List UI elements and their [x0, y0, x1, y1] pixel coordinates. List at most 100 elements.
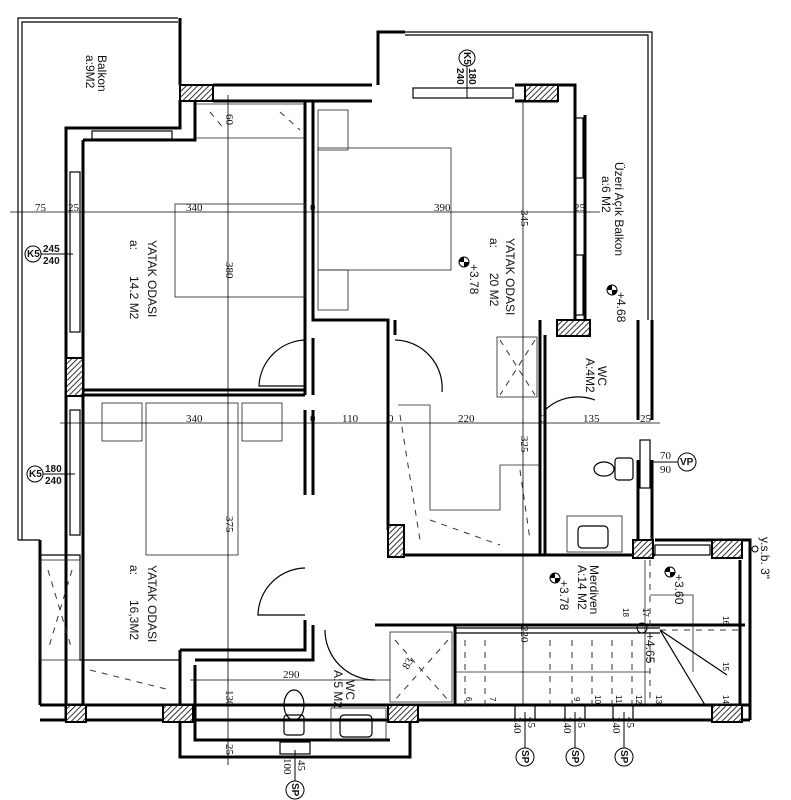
svg-text:Merdiven: Merdiven	[587, 565, 601, 614]
svg-text:YATAK ODASI: YATAK ODASI	[145, 565, 159, 642]
svg-text:14: 14	[721, 695, 730, 704]
dimension-lines	[10, 95, 660, 765]
svg-text:a:: a:	[127, 240, 141, 250]
svg-text:YATAK ODASI: YATAK ODASI	[145, 240, 159, 317]
svg-text:+3.78: +3.78	[467, 264, 481, 295]
svg-text:240: 240	[561, 717, 573, 734]
dim-375: 375	[223, 516, 235, 533]
svg-text:240: 240	[454, 68, 465, 85]
sink-wc1	[577, 525, 609, 549]
svg-text:10: 10	[593, 695, 602, 704]
level-marker-stair-mid: +4.65	[636, 622, 657, 664]
svg-text:20 M2: 20 M2	[487, 273, 501, 307]
dim-325: 325	[518, 436, 530, 453]
svg-text:45: 45	[575, 717, 587, 729]
svg-text:7: 7	[488, 697, 497, 702]
dim-25: 25	[223, 744, 235, 756]
svg-text:VP: VP	[680, 457, 694, 468]
svg-text:SP: SP	[618, 750, 629, 764]
bed-3	[145, 402, 239, 556]
room-stairs: Merdiven A:14 M2	[575, 565, 601, 614]
svg-text:SP: SP	[289, 783, 300, 797]
window-tag-sp: SP 45 240	[561, 712, 587, 767]
window-tag-k5: K5 245 240	[24, 244, 73, 267]
svg-text:45: 45	[295, 760, 307, 772]
svg-text:17: 17	[641, 608, 650, 617]
svg-text:70: 70	[660, 450, 672, 462]
svg-text:45: 45	[624, 717, 636, 729]
svg-text:16: 16	[721, 616, 730, 625]
room-open-balcony: Üzeri Açık Balkon a:6 M2	[599, 162, 626, 256]
dimension-labels: 75 25 340 0 390 25 380 345 60 340 0 110 …	[35, 114, 652, 756]
level-marker-stairs: +3.78	[549, 572, 571, 611]
room-bedroom-3: YATAK ODASI a: 16,3M2	[127, 565, 159, 642]
svg-text:6: 6	[464, 697, 473, 702]
dim-0: 0	[310, 413, 316, 425]
svg-text:245: 245	[43, 244, 60, 255]
dim-380: 380	[223, 262, 235, 279]
svg-text:+4.68: +4.68	[614, 292, 628, 323]
svg-text:180: 180	[45, 464, 62, 475]
window-tag-sp: SP 45 100	[281, 750, 307, 800]
level-icon	[636, 622, 648, 634]
dim-0: 0	[540, 413, 546, 425]
dim-290: 290	[283, 669, 300, 681]
window-tags: K5 245 240 K5 180 240 K5 180 240 VP 70 9…	[24, 49, 697, 800]
svg-text:A:14 M2: A:14 M2	[575, 565, 589, 610]
svg-text:240: 240	[511, 717, 523, 734]
svg-text:9: 9	[572, 697, 581, 702]
svg-text:A:4M2: A:4M2	[583, 358, 597, 393]
left-balcony	[17, 17, 182, 541]
dim-345: 345	[518, 210, 530, 227]
svg-text:A:5 M2: A:5 M2	[331, 670, 345, 708]
dim-25: 25	[574, 202, 586, 214]
dim-0: 0	[388, 413, 394, 425]
window-tag-k5: K5 180 240	[454, 49, 477, 98]
svg-text:14.2 M2: 14.2 M2	[127, 276, 141, 320]
svg-text:18: 18	[621, 608, 630, 617]
note-ysb: y.s.b. 3"	[751, 537, 772, 579]
dim-0: 0	[310, 202, 316, 214]
svg-text:K5: K5	[27, 249, 40, 260]
toilet-wc1	[593, 461, 615, 477]
furniture	[39, 103, 634, 741]
sink-wc2	[339, 714, 373, 738]
svg-text:Üzeri Açık Balkon: Üzeri Açık Balkon	[612, 162, 626, 256]
svg-text:16,3M2: 16,3M2	[127, 600, 141, 640]
room-balkon: Balkon a:9M2	[83, 55, 109, 92]
svg-text:a:9M2: a:9M2	[83, 55, 97, 89]
walls	[38, 83, 752, 759]
dim-25: 25	[68, 202, 80, 214]
window-tag-vp: VP 70 90	[650, 450, 697, 476]
dim-60: 60	[223, 114, 235, 126]
top-right-balcony	[376, 30, 653, 320]
dim-390: 390	[434, 202, 451, 214]
svg-text:180: 180	[466, 68, 477, 85]
svg-text:a:: a:	[487, 238, 501, 248]
window-tag-sp: SP 45 240	[610, 712, 636, 767]
svg-text:240: 240	[43, 256, 60, 267]
svg-text:90: 90	[660, 464, 672, 476]
svg-text:15: 15	[721, 662, 730, 671]
svg-text:240: 240	[610, 717, 622, 734]
dim-75: 75	[35, 202, 47, 214]
bed-1	[174, 203, 306, 298]
svg-text:45: 45	[525, 717, 537, 729]
dim-340: 340	[186, 202, 203, 214]
svg-text:13: 13	[654, 695, 663, 704]
window-tag-k5: K5 180 240	[26, 464, 75, 487]
room-bedroom-2: YATAK ODASI a: 20 M2	[487, 238, 517, 315]
svg-text:11: 11	[614, 695, 623, 704]
svg-text:K5: K5	[461, 52, 472, 65]
svg-text:+4.65: +4.65	[643, 633, 657, 664]
dim-135: 135	[583, 413, 600, 425]
dim-25: 25	[640, 413, 652, 425]
room-wc-2: WC A:5 M2	[331, 670, 357, 708]
room-labels: Balkon a:9M2 Üzeri Açık Balkon a:6 M2 YA…	[83, 55, 772, 708]
svg-text:Balkon: Balkon	[95, 55, 109, 92]
svg-text:a:: a:	[127, 565, 141, 575]
step-numbers: 6 7 9 10 11 12 13 14 15 16 17 18	[464, 608, 730, 704]
room-wc-1: WC A:4M2	[583, 358, 609, 393]
dim-110: 110	[342, 413, 359, 425]
